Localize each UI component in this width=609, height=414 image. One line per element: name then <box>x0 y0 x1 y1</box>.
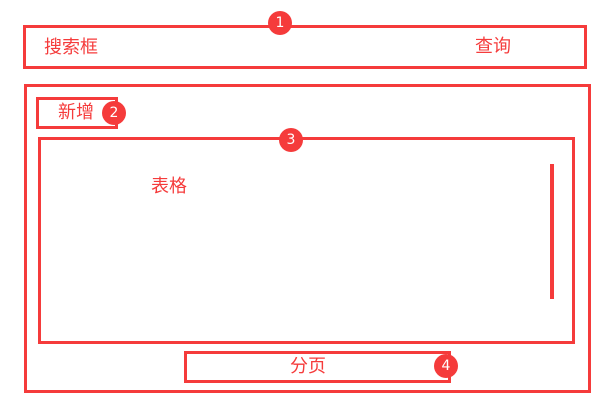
pagination-label[interactable]: 分页 <box>290 356 326 377</box>
query-button[interactable]: 查询 <box>475 36 511 57</box>
search-region <box>23 25 587 69</box>
search-box-label[interactable]: 搜索框 <box>44 37 98 58</box>
table-label: 表格 <box>151 176 187 197</box>
badge-1: 1 <box>268 11 292 35</box>
main-container <box>24 84 591 393</box>
badge-4: 4 <box>434 354 458 378</box>
table-region <box>38 137 575 344</box>
badge-2: 2 <box>102 101 126 125</box>
add-button[interactable]: 新增 <box>58 102 94 123</box>
table-scrollbar[interactable] <box>550 164 554 299</box>
badge-3: 3 <box>279 128 303 152</box>
